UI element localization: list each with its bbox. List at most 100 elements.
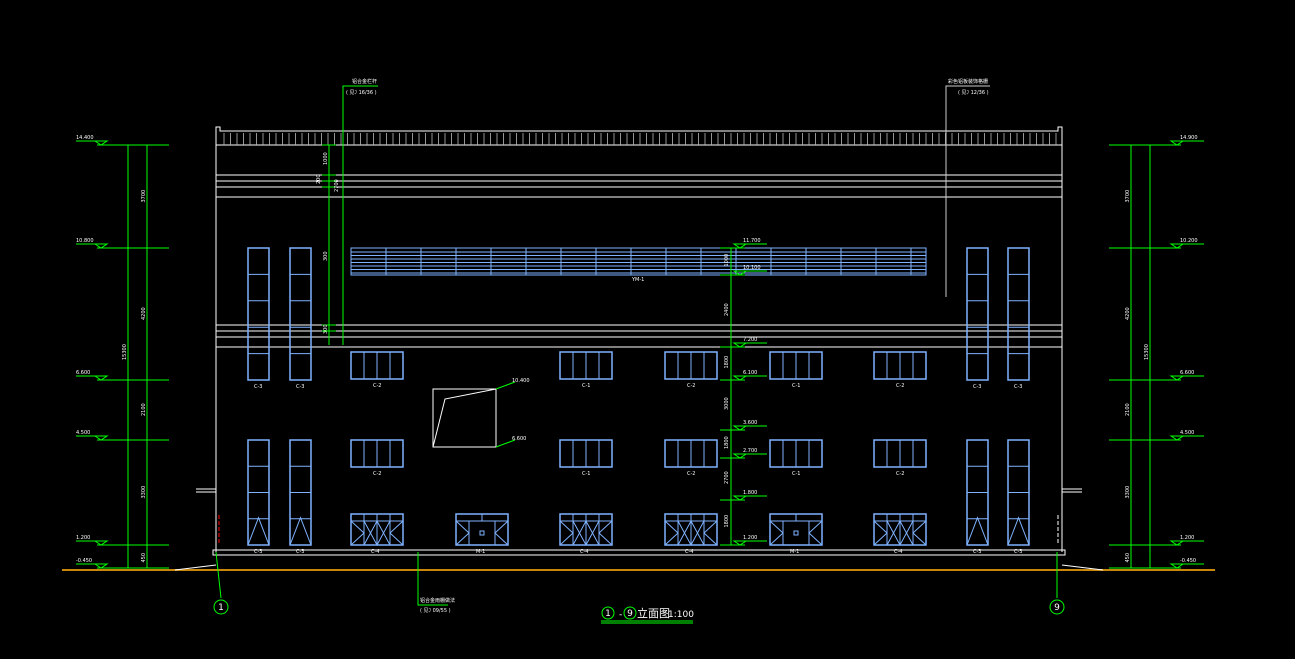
louvre-panel <box>350 247 927 276</box>
level-label: 11.700 <box>743 238 761 244</box>
decorative-panel <box>432 381 516 448</box>
level-symbol <box>732 453 748 459</box>
door-swing <box>966 516 989 546</box>
window-tag: C-3 <box>254 384 262 390</box>
level-label: 6.600 <box>1180 370 1194 376</box>
title-axis-to: 9 <box>627 609 633 619</box>
level-symbol <box>93 435 109 441</box>
level-label: 14.400 <box>76 135 94 141</box>
window-frame <box>289 247 312 381</box>
building-outline <box>174 126 1104 571</box>
door-swing <box>559 519 613 547</box>
title-text: 立面图 <box>637 606 670 620</box>
panel-level: 6.600 <box>512 436 526 442</box>
level-label: 2.700 <box>743 448 757 454</box>
dimension-label: 2100 <box>141 403 147 416</box>
door-handle <box>793 530 799 536</box>
dimension-label: 1800 <box>724 356 730 369</box>
panel-level: 10.400 <box>512 378 530 384</box>
dimension-label: 300 <box>323 251 329 261</box>
dimension-total: 15300 <box>122 344 128 360</box>
level-symbol <box>732 425 748 431</box>
window-frame <box>247 247 270 381</box>
windows: C-3C-3C-3C-3C-3C-3C-3C-3C-2C-2C-1C-1C-2C… <box>247 247 1030 555</box>
tall-window <box>289 247 312 381</box>
door-tag: M-1 <box>790 549 799 555</box>
window-tag: C-3 <box>296 549 304 555</box>
window-tag: C-2 <box>373 471 381 477</box>
window <box>769 439 823 468</box>
window <box>350 439 404 468</box>
dimension-label: 3700 <box>141 190 147 203</box>
level-label: 6.100 <box>743 370 757 376</box>
dimension-label: 300 <box>323 324 329 334</box>
window-tag: C-3 <box>1014 384 1022 390</box>
window-tag: C-3 <box>973 549 981 555</box>
window-tag: C-1 <box>582 383 590 389</box>
level-symbol <box>93 243 109 249</box>
window-tag: C-2 <box>896 471 904 477</box>
dimension-label: 1000 <box>724 254 730 267</box>
door-swing <box>769 520 823 546</box>
level-symbol <box>1169 140 1185 146</box>
dimension-label: 3700 <box>1125 190 1131 203</box>
window <box>873 439 927 468</box>
window <box>350 351 404 380</box>
tall-window <box>1007 247 1030 381</box>
dimension-label: 1800 <box>724 436 730 449</box>
level-label: 6.600 <box>76 370 90 376</box>
title-axis-from: 1 <box>605 609 611 619</box>
level-symbol <box>1169 243 1185 249</box>
axis-bubble-1: 1 <box>213 599 229 615</box>
window-tag: C-1 <box>792 383 800 389</box>
door-swing <box>664 519 718 547</box>
parapet-railing <box>223 133 1057 145</box>
window <box>769 351 823 380</box>
window <box>664 439 718 468</box>
callout-bottom-ref: ( 见ﾌ 09/55 ) <box>420 608 451 614</box>
level-symbol <box>93 540 109 546</box>
level-symbol <box>732 540 748 546</box>
level-label: 4.500 <box>1180 430 1194 436</box>
callout-top-left-title: 铝合金栏杆 <box>352 78 377 85</box>
level-symbol <box>1169 563 1185 569</box>
tall-window <box>1007 439 1030 546</box>
window <box>873 351 927 380</box>
window <box>559 351 613 380</box>
door-tag: C-4 <box>371 549 379 555</box>
window <box>559 439 613 468</box>
leader-lines <box>215 85 1058 606</box>
dimension-label: 2400 <box>724 303 730 316</box>
title-scale: 1:100 <box>668 610 694 620</box>
callout-top-right-ref: ( 见ﾌ 12/36 ) <box>958 90 989 96</box>
axis-label: 1 <box>218 603 224 613</box>
level-label: 7.200 <box>743 337 757 343</box>
dimension-label: 3300 <box>1125 486 1131 499</box>
window-tag: C-2 <box>687 383 695 389</box>
door-swing <box>350 519 404 547</box>
level-label: -0.450 <box>1180 558 1196 564</box>
window-tag: C-3 <box>1014 549 1022 555</box>
window <box>664 351 718 380</box>
window-tag: C-2 <box>687 471 695 477</box>
level-label: 10.100 <box>743 265 761 271</box>
level-symbol <box>1169 375 1185 381</box>
window-tag: C-2 <box>373 383 381 389</box>
level-symbol <box>732 495 748 501</box>
level-label: 10.800 <box>76 238 94 244</box>
dimension-label: 2700 <box>334 179 340 192</box>
window-tag: C-3 <box>254 549 262 555</box>
tall-window <box>247 439 270 546</box>
door-swing <box>873 519 927 547</box>
storefront <box>769 513 823 546</box>
level-label: 4.500 <box>76 430 90 436</box>
title-dash: - <box>619 610 622 620</box>
axis-label: 9 <box>1054 603 1060 613</box>
dimension-label: 1800 <box>724 515 730 528</box>
storefront <box>350 513 404 547</box>
dimension-label: 3300 <box>141 486 147 499</box>
tall-window <box>966 247 989 381</box>
level-symbol <box>1169 435 1185 441</box>
level-label: 1.200 <box>76 535 90 541</box>
